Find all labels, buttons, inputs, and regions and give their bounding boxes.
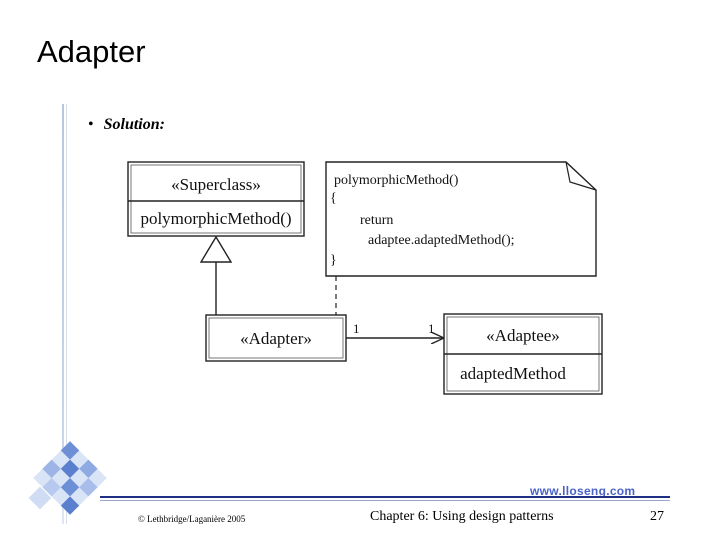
generalization-triangle [199,235,233,263]
note-line-3: return [360,213,393,228]
adapter-class-box: «Adapter» [205,314,347,362]
bullet-text: Solution: [103,116,165,133]
website-link[interactable]: www.lloseng.com [530,484,636,498]
bullet-solution: • Solution: [88,116,165,134]
superclass-method: polymorphicMethod() [140,209,291,228]
slide-title: Adapter [37,34,146,69]
slide-frame-left-rule [62,104,64,524]
slide-frame-left-rule-inner [66,104,67,524]
adaptee-class-box: «Adaptee» adaptedMethod [443,313,603,395]
association-source-multiplicity: 1 [353,321,360,336]
adaptee-method: adaptedMethod [460,364,566,383]
note-line-5: } [330,253,337,268]
chapter-text: Chapter 6: Using design patterns [370,509,554,524]
footer-rule [100,496,670,498]
note-line-4: adaptee.adaptedMethod(); [368,233,515,248]
code-note: polymorphicMethod() { return adaptee.ada… [325,161,597,277]
copyright-text: © Lethbridge/Laganière 2005 [138,514,246,524]
superclass-class-box: «Superclass» polymorphicMethod() [127,161,305,237]
note-line-1: polymorphicMethod() [334,173,459,188]
association-target-multiplicity: 1 [428,321,435,336]
footer-rule-thin [100,500,670,501]
adapter-stereotype: «Adapter» [240,329,312,348]
lloseng-logo [28,441,107,515]
page-number: 27 [650,509,664,524]
adaptee-stereotype: «Adaptee» [486,326,560,345]
superclass-stereotype: «Superclass» [171,175,261,194]
note-line-2: { [330,191,337,206]
bullet-dot: • [88,116,94,133]
